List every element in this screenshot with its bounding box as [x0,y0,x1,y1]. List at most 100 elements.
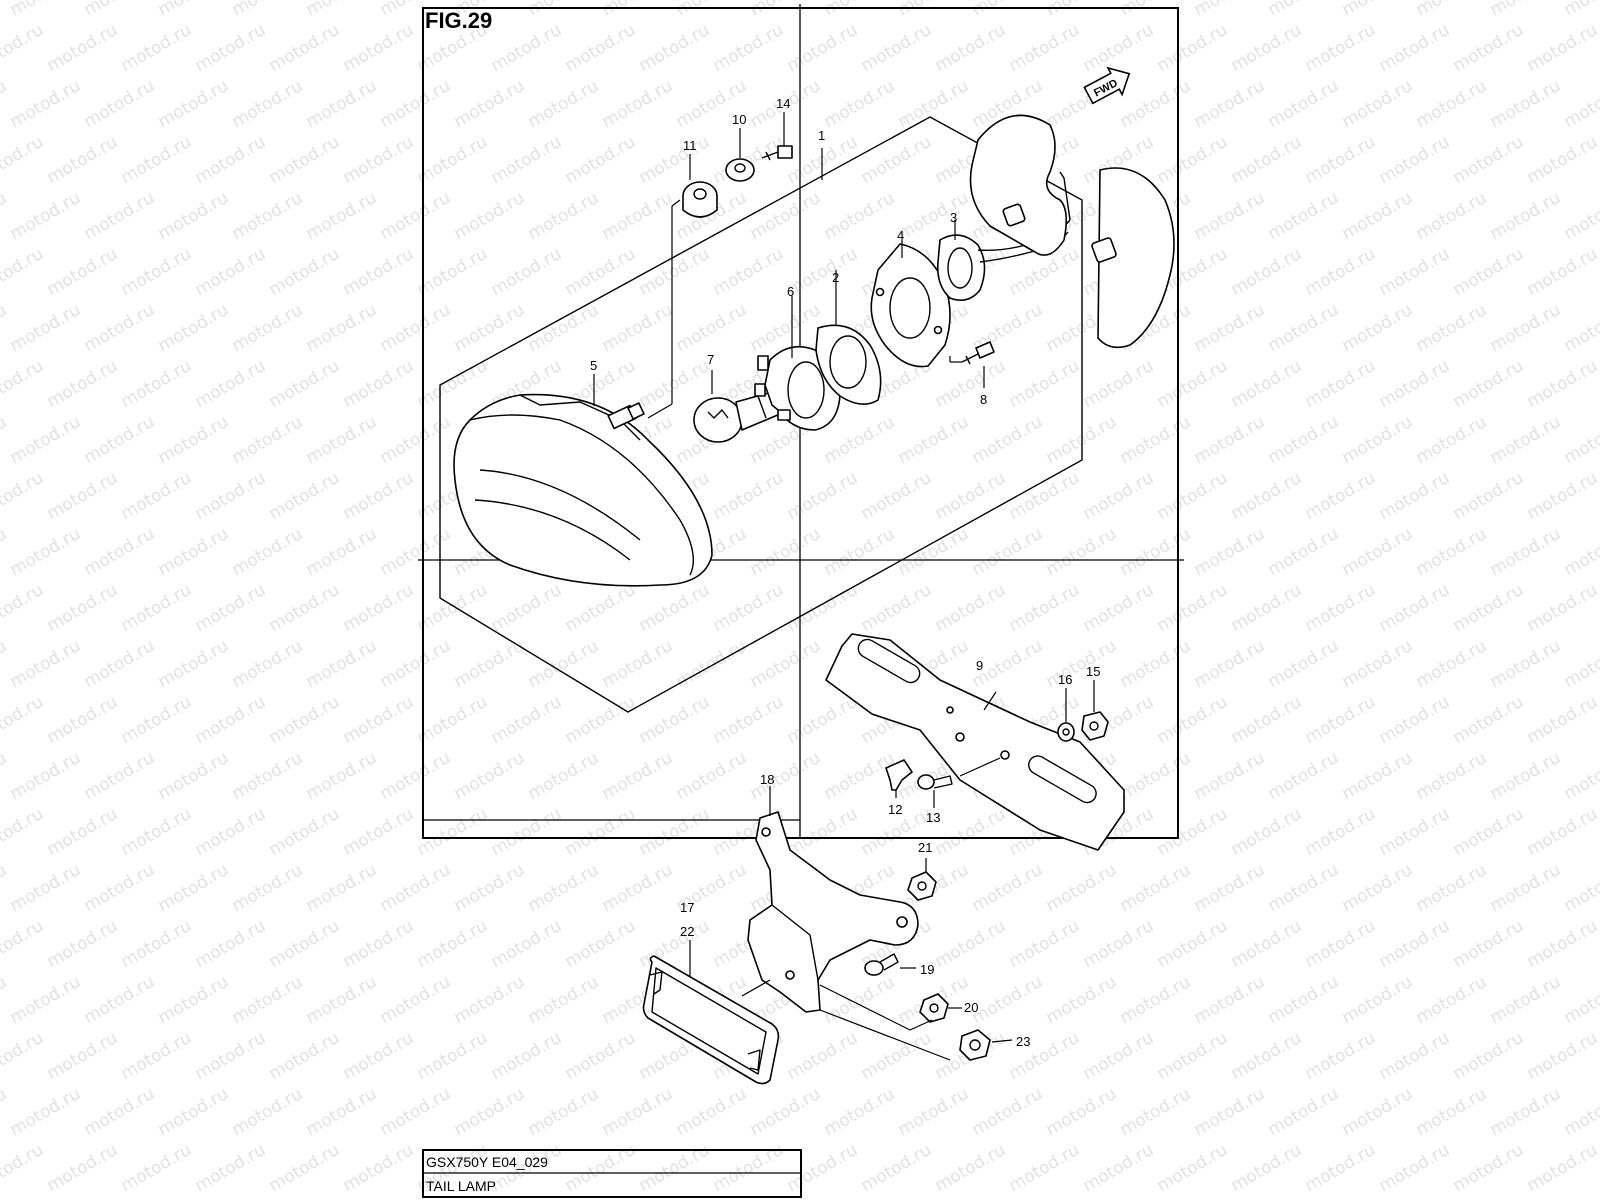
watermark-text: motod.ru [710,468,788,524]
watermark-text: motod.ru [1302,468,1380,524]
watermark-text: motod.ru [1228,916,1306,972]
watermark-text: motod.ru [1302,132,1380,188]
watermark-text: motod.ru [673,1084,751,1140]
watermark-text: motod.ru [340,244,418,300]
watermark-text: motod.ru [0,524,10,580]
part-number-4: 4 [897,228,904,243]
watermark-text: motod.ru [451,860,529,916]
watermark-text: motod.ru [1191,412,1269,468]
watermark-text: motod.ru [562,804,640,860]
watermark-text: motod.ru [599,188,677,244]
watermark-text: motod.ru [599,1084,677,1140]
watermark-text: motod.ru [303,524,381,580]
watermark-text: motod.ru [747,636,825,692]
watermark-text: motod.ru [377,860,455,916]
watermark-text: motod.ru [636,1140,714,1196]
watermark-text: motod.ru [1450,580,1528,636]
watermark-text: motod.ru [1487,972,1565,1028]
watermark-text: motod.ru [1154,1140,1232,1196]
part-number-1: 1 [818,128,825,143]
watermark-text: motod.ru [784,692,862,748]
watermark-text: motod.ru [1524,804,1600,860]
part-number-15: 15 [1086,664,1100,679]
watermark-text: motod.ru [1561,1084,1600,1140]
watermark-text: motod.ru [1117,1084,1195,1140]
watermark-text: motod.ru [1487,1084,1565,1140]
watermark-text: motod.ru [81,0,159,20]
watermark-text: motod.ru [562,1028,640,1084]
watermark-text: motod.ru [340,356,418,412]
figure-title: FIG.29 [425,8,492,33]
watermark-text: motod.ru [155,76,233,132]
watermark-text: motod.ru [1413,412,1491,468]
part-number-11: 11 [683,138,697,153]
watermark-text: motod.ru [1487,860,1565,916]
watermark-text: motod.ru [192,468,270,524]
watermark-text: motod.ru [1450,1140,1528,1196]
watermark-text: motod.ru [525,1084,603,1140]
watermark-text: motod.ru [895,1196,973,1200]
watermark-text: motod.ru [1524,468,1600,524]
watermark-text: motod.ru [81,1196,159,1200]
watermark-text: motod.ru [525,860,603,916]
part-number-3: 3 [950,210,957,225]
watermark-text: motod.ru [1191,188,1269,244]
watermark-text: motod.ru [969,1196,1047,1200]
part-number-16: 16 [1058,672,1072,687]
watermark-text: motod.ru [7,1084,85,1140]
part-number-2: 2 [832,270,839,285]
watermark-text: motod.ru [1265,188,1343,244]
watermark-text: motod.ru [1265,0,1343,20]
watermark-text: motod.ru [0,188,10,244]
watermark-text: motod.ru [784,20,862,76]
watermark-text: motod.ru [1006,916,1084,972]
watermark-text: motod.ru [155,636,233,692]
watermark-text: motod.ru [821,76,899,132]
watermark-text: motod.ru [1413,1196,1491,1200]
watermark-text: motod.ru [0,636,10,692]
watermark-text: motod.ru [1117,972,1195,1028]
watermark-text: motod.ru [451,972,529,1028]
watermark-text: motod.ru [303,76,381,132]
watermark-text: motod.ru [1006,580,1084,636]
watermark-text: motod.ru [155,412,233,468]
watermark-text: motod.ru [1043,636,1121,692]
watermark-text: motod.ru [1080,468,1158,524]
watermark-text: motod.ru [1154,804,1232,860]
watermark-text: motod.ru [1117,76,1195,132]
watermark-text: motod.ru [784,1028,862,1084]
watermark-text: motod.ru [1191,972,1269,1028]
watermark-text: motod.ru [1524,580,1600,636]
watermark-text: motod.ru [710,20,788,76]
watermark-text: motod.ru [1154,468,1232,524]
watermark-text: motod.ru [932,580,1010,636]
watermark-text: motod.ru [118,580,196,636]
watermark-text: motod.ru [451,76,529,132]
watermark-text: motod.ru [969,972,1047,1028]
watermark-text: motod.ru [118,916,196,972]
watermark-text: motod.ru [7,636,85,692]
watermark-text: motod.ru [969,524,1047,580]
watermark-text: motod.ru [0,1140,47,1196]
watermark-text: motod.ru [81,76,159,132]
watermark-text: motod.ru [192,1140,270,1196]
watermark-text: motod.ru [969,0,1047,20]
assembly-group-outline [439,116,1083,713]
watermark-text: motod.ru [1228,20,1306,76]
watermark-text: motod.ru [229,412,307,468]
watermark-text: motod.ru [636,692,714,748]
watermark-text: motod.ru [155,1196,233,1200]
watermark-text: motod.ru [1561,860,1600,916]
washer-10 [725,158,755,182]
rubber-cover [969,114,1175,349]
watermark-text: motod.ru [81,524,159,580]
watermark-text: motod.ru [1561,972,1600,1028]
watermark-text: motod.ru [1265,76,1343,132]
watermark-text: motod.ru [44,1140,122,1196]
watermark-text: motod.ru [1080,1140,1158,1196]
watermark-text: motod.ru [192,804,270,860]
watermark-text: motod.ru [1117,748,1195,804]
screw-13 [917,774,953,790]
nut-20 [919,993,949,1023]
watermark-text: motod.ru [1450,244,1528,300]
